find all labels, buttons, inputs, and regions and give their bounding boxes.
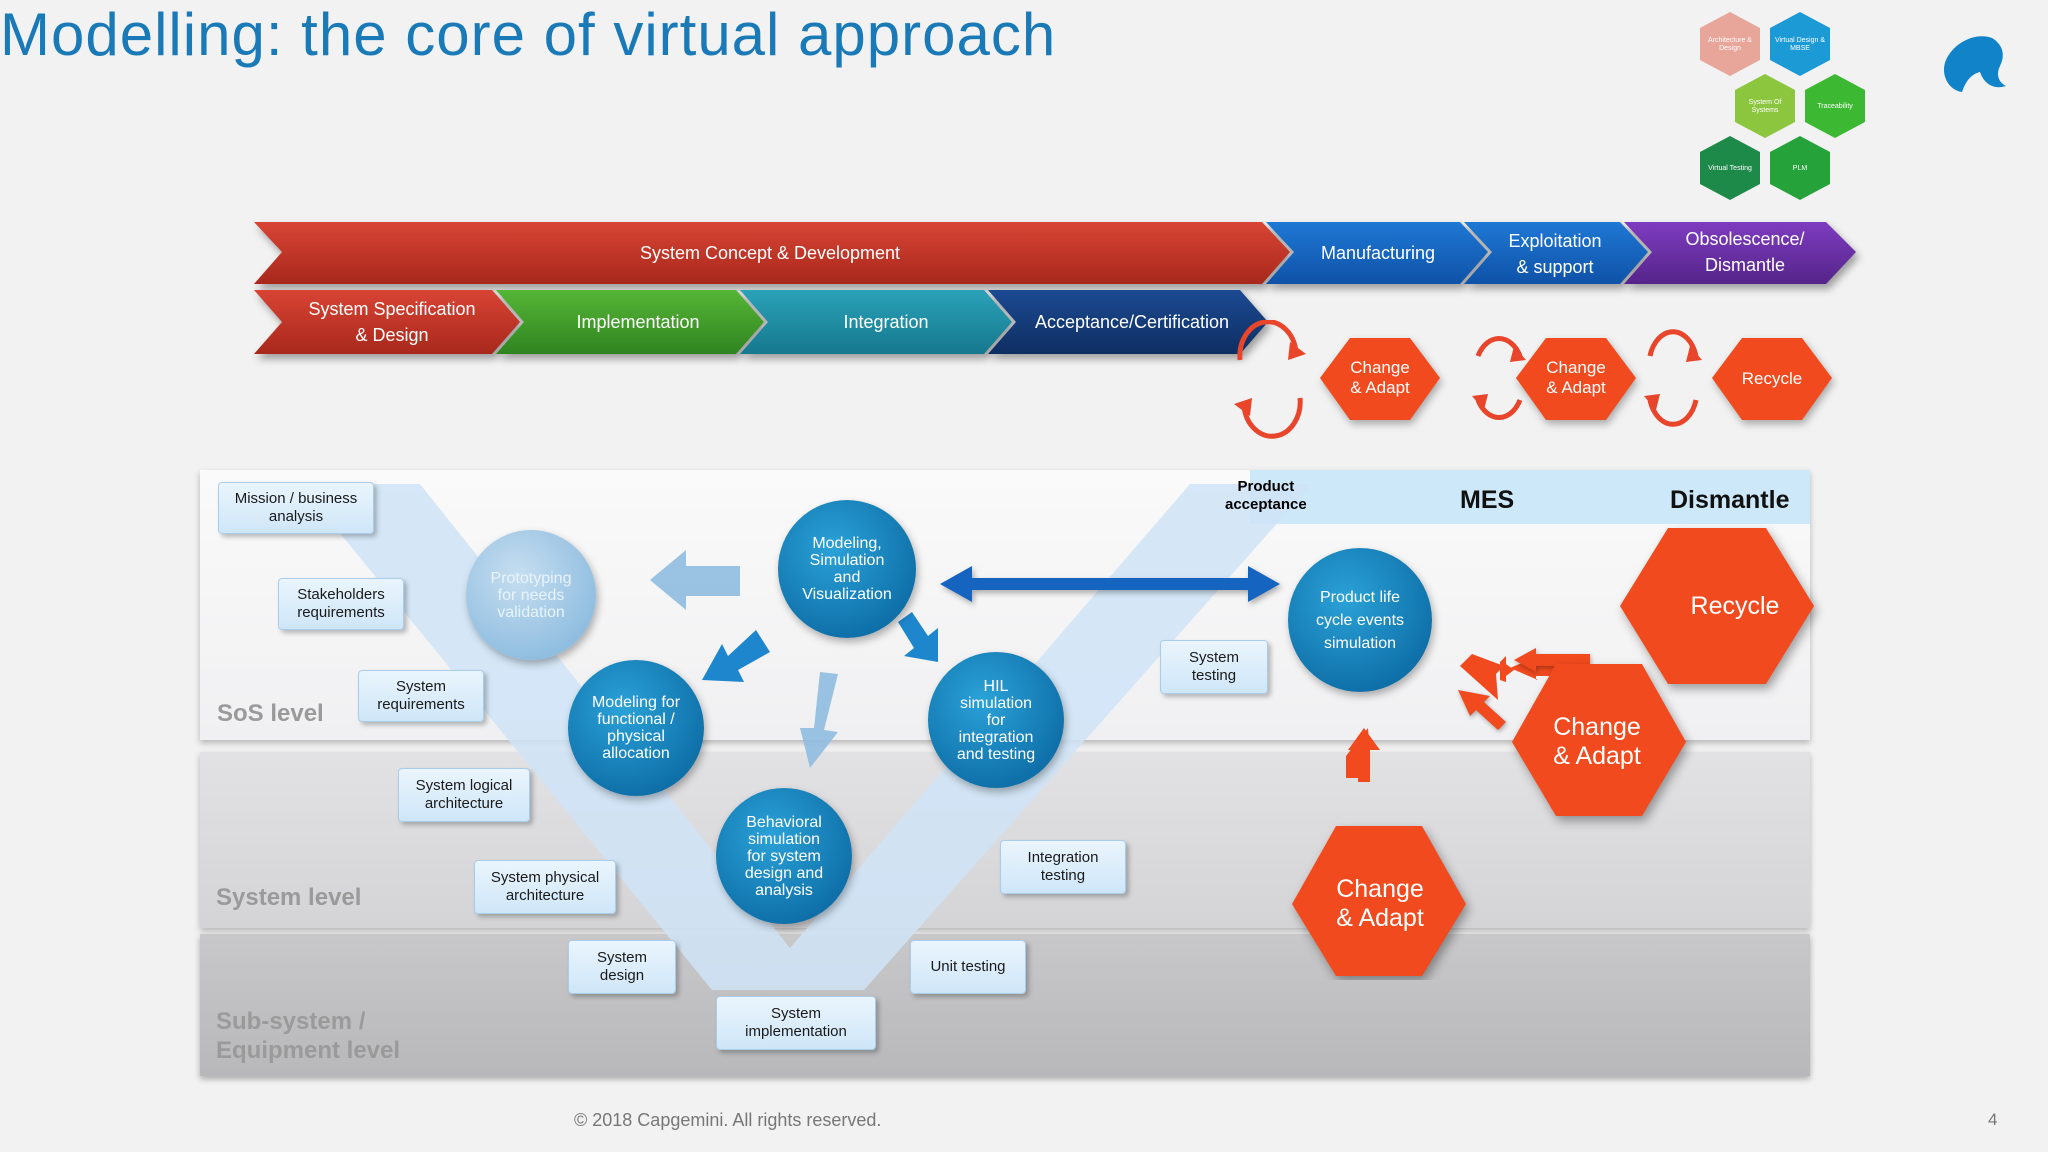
brand-logo-icon <box>1943 36 2006 92</box>
phase-exploitation-arrow <box>1464 222 1648 284</box>
arrow-to-lifecycle-icon <box>1460 654 1504 700</box>
hex-label-sos: System Of Systems <box>1748 98 1782 114</box>
big-hex-change-bottom-label: Change& Adapt <box>1336 875 1424 932</box>
hex-label-traceability: Traceability <box>1817 102 1853 110</box>
big-hex-change-top <box>1512 664 1686 816</box>
sos-level-label: SoS level <box>217 700 324 727</box>
mes-header-strip <box>1250 470 1810 524</box>
phase-obsolescence-label: Obsolescence/Dismantle <box>1685 229 1805 275</box>
arrow-up-orange-icon <box>1348 728 1380 782</box>
phase-manufacturing-label: Manufacturing <box>1320 243 1436 263</box>
mes-label: MES <box>1460 486 1515 514</box>
page-title: Modelling: the core of virtual approach <box>0 1 1057 68</box>
hex-label-architecture: Architecture & Design <box>1708 36 1752 52</box>
phase-implementation-arrow <box>496 290 764 354</box>
phase-concept-label: System Concept & Development <box>639 243 901 263</box>
phase-implementation-label: Implementation <box>576 312 700 332</box>
hex-virtual-testing <box>1700 136 1760 200</box>
big-hex-change-top-label: Change& Adapt <box>1553 713 1641 770</box>
arrow-down-icon <box>800 672 838 768</box>
phase-acceptance-label: Acceptance/Certification <box>1034 312 1230 332</box>
subsystem-level-label: Sub-system /Equipment level <box>216 1008 401 1064</box>
big-hex-recycle-label: Recycle <box>1690 591 1780 620</box>
phase-manufacturing-arrow <box>1266 222 1488 284</box>
phase-integration-label: Integration <box>843 312 929 332</box>
small-hex-recycle <box>1712 338 1832 420</box>
phase-acceptance-arrow <box>988 290 1268 354</box>
brand-hex-cluster <box>1700 12 1865 200</box>
arrow-to-hil-icon <box>898 612 938 662</box>
arrow-diag-orange-icon <box>1458 690 1506 730</box>
double-arrow-icon <box>940 566 1280 602</box>
hex-traceability <box>1805 74 1865 138</box>
page-number: 4 <box>1988 1110 1998 1129</box>
phase-spec-arrow <box>254 290 520 354</box>
hex-sos <box>1735 74 1795 138</box>
dismantle-label: Dismantle <box>1670 486 1790 514</box>
small-hex-change-1-label: Change& Adapt <box>1350 358 1410 397</box>
hex-architecture <box>1700 12 1760 76</box>
copyright-text: © 2018 Capgemini. All rights reserved. <box>574 1110 882 1130</box>
phase-arrows <box>254 222 1856 354</box>
hex-label-plm: PLM <box>1792 164 1808 172</box>
arrow-to-prototyping-icon <box>650 550 740 610</box>
phase-integration-arrow <box>740 290 1012 354</box>
phase-obsolescence-arrow <box>1624 222 1856 284</box>
unit-testing-box: Unit testing <box>910 940 1026 994</box>
phase-concept-arrow <box>254 222 1290 284</box>
hex-label-virtual-testing: Virtual Testing <box>1708 164 1752 172</box>
arrow-to-functional-icon <box>702 630 770 682</box>
hex-plm <box>1770 136 1830 200</box>
big-hex-recycle <box>1620 528 1814 684</box>
change-adapt-row <box>1234 320 1832 439</box>
hex-label-virtual-design: Virtual Design & MBSE <box>1774 36 1826 52</box>
phase-exploitation-label: Exploitation& support <box>1508 231 1602 277</box>
big-hex-change-bottom <box>1292 826 1466 976</box>
system-level-label: System level <box>216 884 362 911</box>
small-hex-change-1 <box>1320 338 1440 420</box>
hex-virtual-design <box>1770 12 1830 76</box>
big-hexes <box>1292 528 1814 976</box>
phase-spec-label: System Specification& Design <box>308 299 476 345</box>
small-hex-change-2 <box>1516 338 1636 420</box>
small-hex-recycle-label: Recycle <box>1741 369 1803 389</box>
small-hex-change-2-label: Change& Adapt <box>1546 358 1606 397</box>
